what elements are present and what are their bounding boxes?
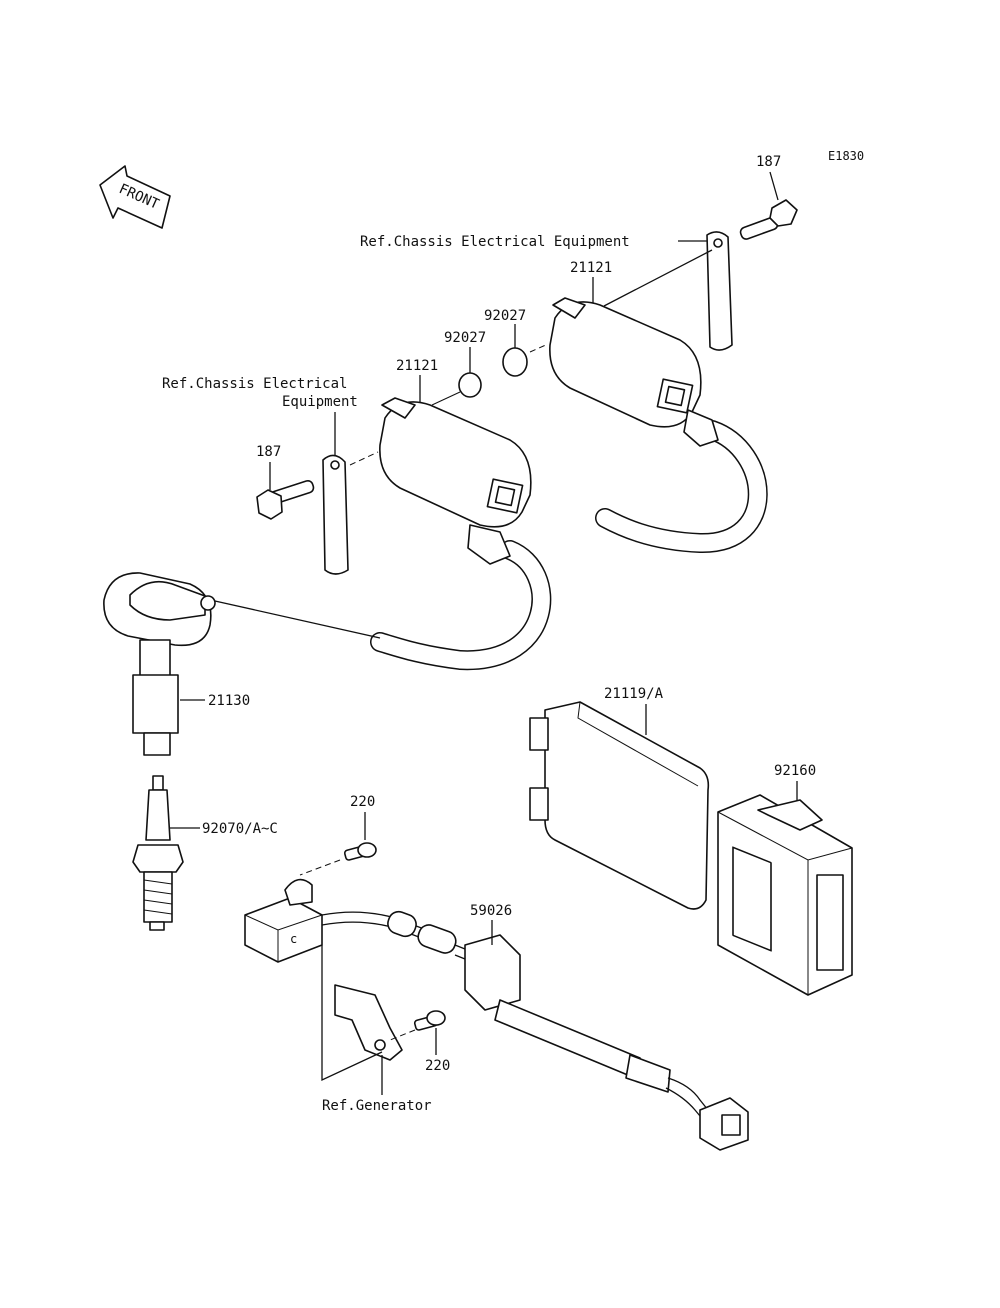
coil-21121-right-label: 21121: [570, 260, 612, 276]
bolt-187-top[interactable]: [739, 171, 798, 240]
screw-220-top[interactable]: [343, 842, 377, 861]
screw-220-bottom[interactable]: [413, 1010, 446, 1031]
coil-21121-left-label: 21121: [396, 358, 438, 374]
plug-cap-21130[interactable]: [103, 572, 216, 756]
cap-21130-label: 21130: [208, 693, 250, 709]
bracket-strip-right: [706, 231, 733, 351]
spacer-92027-right[interactable]: [502, 347, 528, 377]
bolt-187-left[interactable]: [256, 479, 315, 520]
igniter-21119-label: 21119/A: [604, 686, 664, 702]
ref-chassis-top-label: Ref.Chassis Electrical Equipment: [360, 234, 630, 250]
screw-220-top-label: 220: [350, 794, 375, 810]
bracket-strip-left: [322, 454, 349, 575]
case-92160-label: 92160: [774, 763, 816, 779]
ref-chassis-left-line1: Ref.Chassis Electrical: [162, 376, 347, 392]
screw-220-bottom-label: 220: [425, 1058, 450, 1074]
igniter-21119[interactable]: [529, 701, 710, 910]
diagram-code: E1830: [828, 149, 864, 163]
ignition-coil-right[interactable]: [549, 297, 768, 554]
bolt-187-left-label: 187: [256, 444, 281, 460]
generator-bracket: [334, 984, 403, 1061]
plug-92070-label: 92070/A~C: [202, 821, 278, 837]
spark-plug-92070[interactable]: [132, 775, 184, 931]
svg-text:c: c: [290, 932, 297, 946]
spacer-92027-left[interactable]: [458, 372, 482, 398]
spacer-92027-left-label: 92027: [444, 330, 486, 346]
connector-59026-label: 59026: [470, 903, 512, 919]
pickup-coil-harness[interactable]: c: [244, 878, 749, 1151]
ignition-coil-left[interactable]: [370, 397, 552, 671]
rubber-case-92160[interactable]: [717, 794, 853, 996]
ref-chassis-left-line2: Equipment: [282, 394, 358, 410]
bolt-187-top-label: 187: [756, 154, 781, 170]
front-arrow-icon: FRONT: [99, 165, 171, 229]
spacer-92027-right-label: 92027: [484, 308, 526, 324]
ref-generator-label: Ref.Generator: [322, 1098, 432, 1114]
